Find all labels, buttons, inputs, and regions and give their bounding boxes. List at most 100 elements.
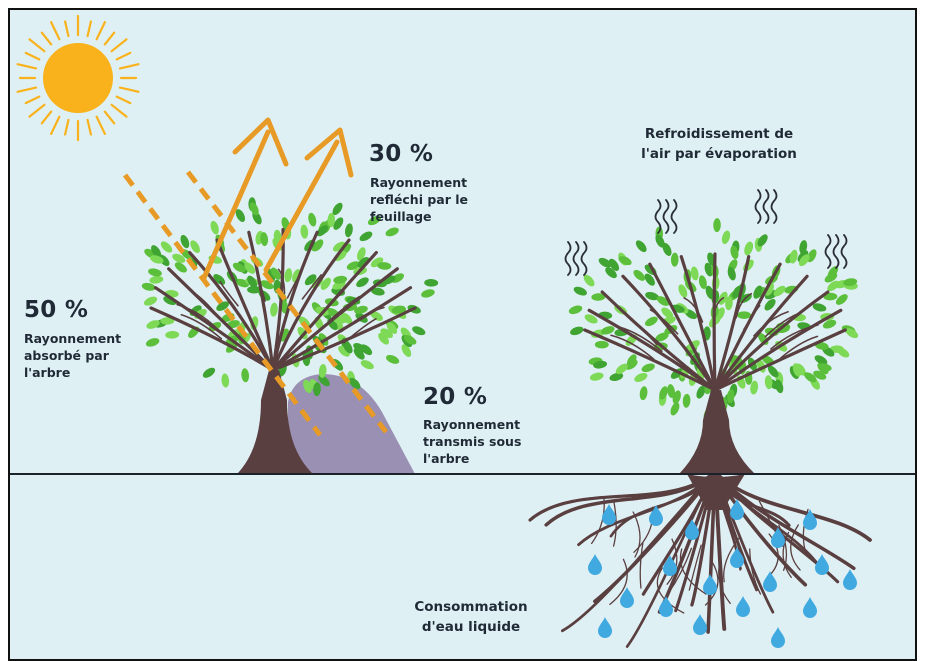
leaf	[804, 372, 817, 383]
sun-icon	[16, 14, 140, 142]
leaf	[403, 334, 417, 345]
leaf	[583, 274, 595, 287]
leaf	[318, 363, 327, 378]
leaf	[670, 368, 683, 379]
branch	[271, 267, 399, 372]
sun-ray	[16, 63, 38, 70]
water-drop-icon	[730, 499, 744, 520]
leaf	[247, 275, 258, 289]
heat-wave-line	[754, 189, 762, 224]
water-drop-icon	[771, 527, 785, 548]
water-drop-icon	[663, 555, 677, 576]
trunk	[679, 390, 755, 474]
sun-ray	[16, 86, 38, 93]
leaf	[333, 217, 344, 230]
sun-ray	[118, 86, 140, 93]
water-drop-icon	[730, 547, 744, 568]
leaf	[764, 375, 773, 390]
leaf	[682, 393, 691, 408]
sun-ray	[115, 51, 132, 61]
heat-wave-icon	[654, 199, 678, 234]
leaf	[829, 345, 844, 353]
twig	[219, 280, 239, 307]
leaf	[656, 296, 670, 306]
leaf	[360, 360, 374, 370]
twig	[343, 318, 377, 344]
branch	[271, 230, 319, 372]
leaf	[370, 311, 383, 321]
leaf	[635, 240, 647, 253]
right-tree	[568, 218, 859, 474]
branch	[247, 230, 275, 372]
sun-ray	[49, 21, 61, 41]
water-drop-icon	[602, 504, 616, 525]
leaf	[354, 305, 368, 314]
transmitted-line: Rayonnement	[423, 417, 521, 432]
leaf	[357, 257, 370, 268]
rootlet	[688, 544, 702, 591]
sun-disc	[43, 43, 113, 113]
leaf	[744, 241, 753, 256]
leaf	[737, 311, 752, 319]
sun-ray	[40, 110, 53, 125]
leaf	[687, 340, 700, 351]
leaf	[696, 385, 706, 399]
leaf	[342, 340, 353, 354]
leaf	[817, 363, 832, 372]
leaf	[639, 386, 648, 401]
rootlet	[609, 558, 628, 605]
rootlet	[718, 557, 731, 604]
leaf	[570, 326, 584, 336]
branch	[648, 262, 717, 392]
twig	[667, 297, 681, 324]
leaf	[659, 386, 668, 400]
leaf	[241, 368, 250, 383]
water-drop-icon	[588, 554, 602, 575]
reflected-ray	[201, 129, 271, 281]
heat-wave-line	[564, 241, 572, 276]
leaf	[823, 292, 838, 301]
leaf	[732, 285, 743, 299]
sun-ray	[28, 38, 46, 53]
sun-ray	[103, 31, 116, 46]
branch	[621, 274, 717, 392]
heat-wave-icon	[754, 189, 778, 224]
twig	[286, 273, 302, 299]
leaf	[667, 384, 675, 399]
leaf	[260, 232, 269, 247]
transmitted-line: l'arbre	[423, 451, 470, 466]
reflected-line: refléchi par le	[370, 192, 468, 207]
sun-ray	[118, 63, 140, 70]
twig	[753, 311, 789, 337]
rootlet	[704, 559, 719, 606]
branch	[600, 290, 717, 392]
trunk	[237, 370, 313, 474]
leaf	[270, 267, 281, 280]
leaf	[814, 355, 828, 365]
leaf	[308, 212, 317, 227]
leaf	[141, 282, 156, 291]
cooling-caption: Refroidissement de l'air par évaporation	[614, 124, 824, 164]
sun-ray	[24, 51, 41, 61]
twig	[619, 326, 663, 353]
leaf	[644, 316, 658, 327]
leaf	[232, 262, 246, 273]
leaf	[625, 359, 638, 370]
leaf	[174, 262, 187, 273]
leaf	[843, 278, 858, 287]
leaf	[145, 338, 160, 347]
leaf	[320, 277, 331, 290]
heat-wave-line	[580, 241, 588, 276]
sun-ray	[40, 31, 53, 46]
sun-ray	[24, 95, 41, 105]
twig	[683, 297, 704, 323]
leaf	[767, 365, 779, 378]
rootlet	[790, 524, 801, 571]
leaf	[247, 285, 262, 294]
leaf	[813, 370, 827, 380]
leaf	[591, 293, 606, 301]
leaf	[721, 230, 731, 245]
leaf	[641, 363, 655, 373]
leaf	[338, 345, 350, 357]
sun-ray	[110, 103, 128, 118]
